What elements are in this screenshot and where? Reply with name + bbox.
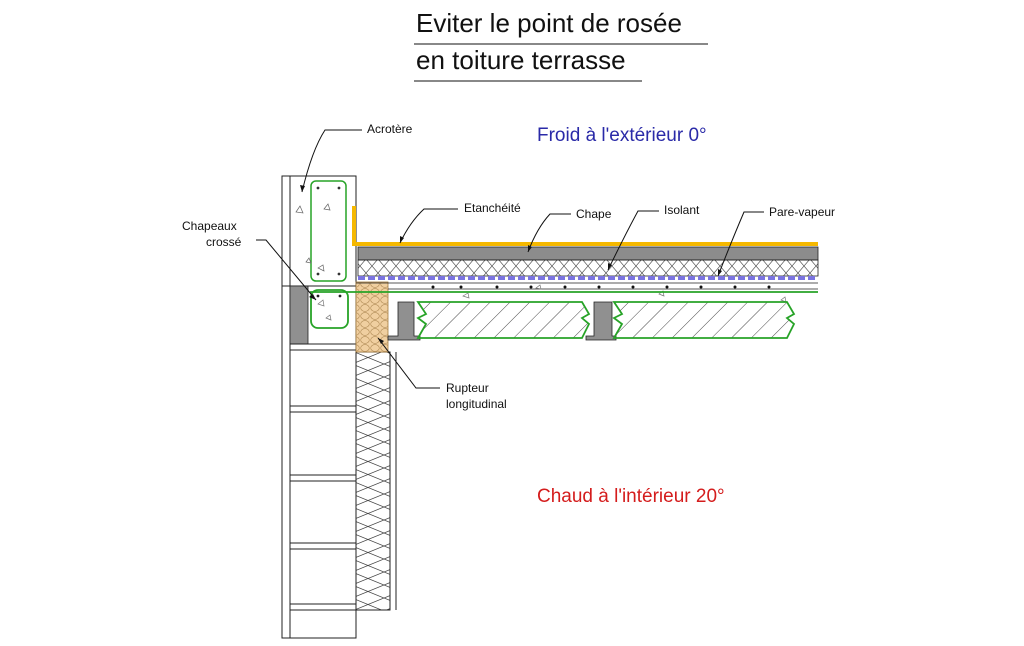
wall-insulation — [355, 351, 397, 611]
precast-panel-2 — [612, 301, 796, 339]
title-line-2: en toiture terrasse — [416, 45, 626, 75]
masonry-wall — [281, 285, 357, 639]
etancheite-label: Etanchéité — [464, 201, 521, 215]
roof-insulation-isolant — [357, 259, 819, 277]
label-chape: Chape — [527, 207, 612, 253]
precast-panel-1 — [416, 301, 591, 339]
screed-chape — [357, 246, 819, 261]
roof-buildup — [310, 206, 819, 303]
rupteur-label-line2: longitudinal — [446, 397, 507, 411]
isolant-label: Isolant — [664, 203, 700, 217]
precast-slab-elements — [387, 301, 796, 341]
label-acrotere: Acrotère — [300, 122, 413, 193]
parapet-acrotere — [281, 175, 357, 287]
chape-label: Chape — [576, 207, 612, 221]
waterproofing-membrane — [352, 206, 818, 246]
rupteur-label-line1: Rupteur — [446, 381, 489, 395]
hook-rebar-chapeaux — [310, 289, 349, 329]
label-rupteur: Rupteur longitudinal — [377, 337, 507, 411]
label-pare-vapeur: Pare-vapeur — [717, 205, 835, 277]
title-line-1: Eviter le point de rosée — [416, 8, 682, 38]
interior-temperature-label: Chaud à l'intérieur 20° — [537, 486, 725, 507]
chapeaux-label-line1: Chapeaux — [182, 219, 237, 233]
title-block: Eviter le point de rosée en toiture terr… — [414, 8, 708, 82]
label-isolant: Isolant — [607, 203, 700, 271]
acrotere-label: Acrotère — [367, 122, 413, 136]
parapet-rebar-cage — [310, 180, 347, 282]
label-chapeaux: Chapeaux crossé — [182, 219, 317, 301]
label-etancheite: Etanchéité — [399, 201, 521, 244]
exterior-temperature-label: Froid à l'extérieur 0° — [537, 125, 707, 146]
pare-vapeur-label: Pare-vapeur — [769, 205, 835, 219]
chapeaux-label-line2: crossé — [206, 235, 242, 249]
